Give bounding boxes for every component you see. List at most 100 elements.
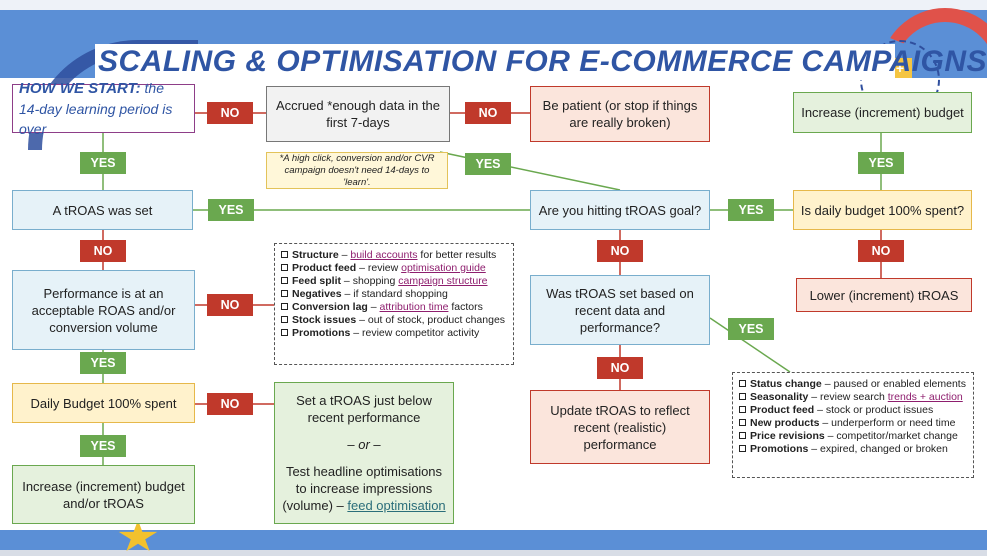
start-text: HOW WE START: the 14-day learning period…	[19, 78, 188, 139]
troas-reason-checklist: Status change – paused or enabled elemen…	[732, 372, 974, 478]
yes-pill: YES	[858, 152, 904, 174]
title-backdrop	[95, 44, 895, 80]
checkbox-icon	[281, 329, 288, 336]
learning-note: *A high click, conversion and/or CVR cam…	[266, 152, 448, 189]
footer-band	[0, 530, 987, 556]
checkbox-icon	[739, 445, 746, 452]
checkbox-icon	[739, 432, 746, 439]
optimisation-checklist-item-title: Stock issues	[292, 314, 357, 326]
set-troas-below-node: Set a tROAS just below recent performanc…	[274, 382, 454, 524]
troas-reason-checklist-item: New products – underperform or need time	[739, 417, 967, 430]
no-pill: NO	[597, 240, 643, 262]
troas-reason-checklist-item-text: – review search	[808, 391, 888, 403]
troas-based-on-data-node: Was tROAS set based on recent data and p…	[530, 275, 710, 345]
start-label-bold: HOW WE START:	[19, 80, 141, 97]
optimisation-checklist-item: Structure – build accounts for better re…	[281, 249, 507, 262]
checkbox-icon	[739, 419, 746, 426]
optimisation-checklist-item-title: Product feed	[292, 262, 357, 274]
optimisation-checklist-item-text: – out of stock, product changes	[356, 314, 506, 326]
increase-budget-troas-node: Increase (increment) budget and/or tROAS	[12, 465, 195, 524]
optimisation-checklist-item-suffix: factors	[448, 301, 483, 313]
no-pill: NO	[207, 102, 253, 124]
optimisation-checklist-item-title: Promotions	[292, 327, 351, 339]
no-pill: NO	[597, 357, 643, 379]
optimisation-checklist-item-suffix: for better results	[417, 249, 497, 261]
troas-reason-checklist-item: Seasonality – review search trends + auc…	[739, 391, 967, 404]
feed-optimisation-link[interactable]: feed optimisation	[347, 498, 446, 513]
troas-set-node: A tROAS was set	[12, 190, 193, 230]
accrued-data-node: Accrued *enough data in the first 7-days	[266, 86, 450, 142]
no-pill: NO	[207, 294, 253, 316]
yes-pill: YES	[728, 199, 774, 221]
increase-budget-node: Increase (increment) budget	[793, 92, 972, 133]
troas-reason-checklist-item: Price revisions – competitor/market chan…	[739, 430, 967, 443]
troas-reason-checklist-item-title: Seasonality	[750, 391, 809, 403]
optimisation-checklist-item: Negatives – if standard shopping	[281, 288, 507, 301]
optimisation-checklist-item-title: Structure	[292, 249, 339, 261]
checkbox-icon	[739, 393, 746, 400]
optimisation-checklist-item-text: – if standard shopping	[341, 288, 448, 300]
optimisation-checklist-item: Stock issues – out of stock, product cha…	[281, 314, 507, 327]
optimisation-checklist-item-title: Negatives	[292, 288, 342, 300]
troas-reason-checklist-item-title: Promotions	[750, 443, 809, 455]
optimisation-checklist: Structure – build accounts for better re…	[274, 243, 514, 365]
footer-band-shade	[0, 550, 987, 556]
optimisation-checklist-item: Conversion lag – attribution time factor…	[281, 301, 507, 314]
update-troas-node: Update tROAS to reflect recent (realisti…	[530, 390, 710, 464]
yes-pill: YES	[80, 352, 126, 374]
troas-reason-checklist-item-title: New products	[750, 417, 820, 429]
daily-budget-spent-node: Daily Budget 100% spent	[12, 383, 195, 423]
optimisation-checklist-item-text: – review competitor activity	[350, 327, 480, 339]
checkbox-icon	[281, 264, 288, 271]
optimisation-checklist-item-link[interactable]: build accounts	[350, 249, 418, 261]
troas-reason-checklist-item-text: – stock or product issues	[814, 404, 934, 416]
optimisation-checklist-item-title: Feed split	[292, 275, 342, 287]
set-below-text: Set a tROAS just below recent performanc…	[296, 393, 432, 425]
checkbox-icon	[739, 406, 746, 413]
performance-node: Performance is at an acceptable ROAS and…	[12, 270, 195, 350]
start-node: HOW WE START: the 14-day learning period…	[12, 80, 195, 137]
yes-pill: YES	[728, 318, 774, 340]
no-pill: NO	[80, 240, 126, 262]
yes-pill: YES	[465, 153, 511, 175]
no-pill: NO	[465, 102, 511, 124]
optimisation-checklist-item-link[interactable]: campaign structure	[398, 275, 488, 287]
checkbox-icon	[281, 290, 288, 297]
troas-reason-checklist-item-text: – expired, changed or broken	[808, 443, 948, 455]
troas-reason-checklist-item: Promotions – expired, changed or broken	[739, 443, 967, 456]
troas-reason-checklist-item-title: Price revisions	[750, 430, 825, 442]
troas-reason-checklist-item-text: – paused or enabled elements	[821, 378, 966, 390]
hitting-goal-node: Are you hitting tROAS goal?	[530, 190, 710, 230]
optimisation-checklist-item-text: – shopping	[341, 275, 399, 287]
optimisation-checklist-item: Product feed – review optimisation guide	[281, 262, 507, 275]
checkbox-icon	[281, 251, 288, 258]
checkbox-icon	[281, 316, 288, 323]
optimisation-checklist-item-link[interactable]: attribution time	[379, 301, 449, 313]
optimisation-checklist-item: Feed split – shopping campaign structure	[281, 275, 507, 288]
page-title: SCALING & OPTIMISATION FOR E-COMMERCE CA…	[98, 45, 987, 78]
optimisation-checklist-item-text: –	[338, 249, 351, 261]
lower-troas-node: Lower (increment) tROAS	[796, 278, 972, 312]
test-headline-text: Test headline optimisations to increase …	[281, 463, 447, 514]
troas-reason-checklist-item-text: – underperform or need time	[819, 417, 956, 429]
troas-reason-checklist-item-text: – competitor/market change	[824, 430, 958, 442]
yes-pill: YES	[208, 199, 254, 221]
troas-reason-checklist-item-title: Status change	[750, 378, 822, 390]
be-patient-node: Be patient (or stop if things are really…	[530, 86, 710, 142]
daily-budget-question-node: Is daily budget 100% spent?	[793, 190, 972, 230]
start-label-rest: the 14-day learning period is over	[19, 80, 173, 137]
test-headline-label: Test headline optimisations to increase …	[282, 464, 443, 513]
no-pill: NO	[207, 393, 253, 415]
or-text: – or –	[347, 437, 381, 452]
checkbox-icon	[281, 277, 288, 284]
yes-pill: YES	[80, 435, 126, 457]
optimisation-checklist-item: Promotions – review competitor activity	[281, 327, 507, 340]
checkbox-icon	[739, 380, 746, 387]
optimisation-checklist-item-link[interactable]: optimisation guide	[401, 262, 486, 274]
header-band-shade	[0, 0, 987, 10]
troas-reason-checklist-item: Product feed – stock or product issues	[739, 404, 967, 417]
checkbox-icon	[281, 303, 288, 310]
troas-reason-checklist-item: Status change – paused or enabled elemen…	[739, 378, 967, 391]
optimisation-checklist-item-title: Conversion lag	[292, 301, 368, 313]
troas-reason-checklist-item-link[interactable]: trends + auction	[887, 391, 963, 403]
